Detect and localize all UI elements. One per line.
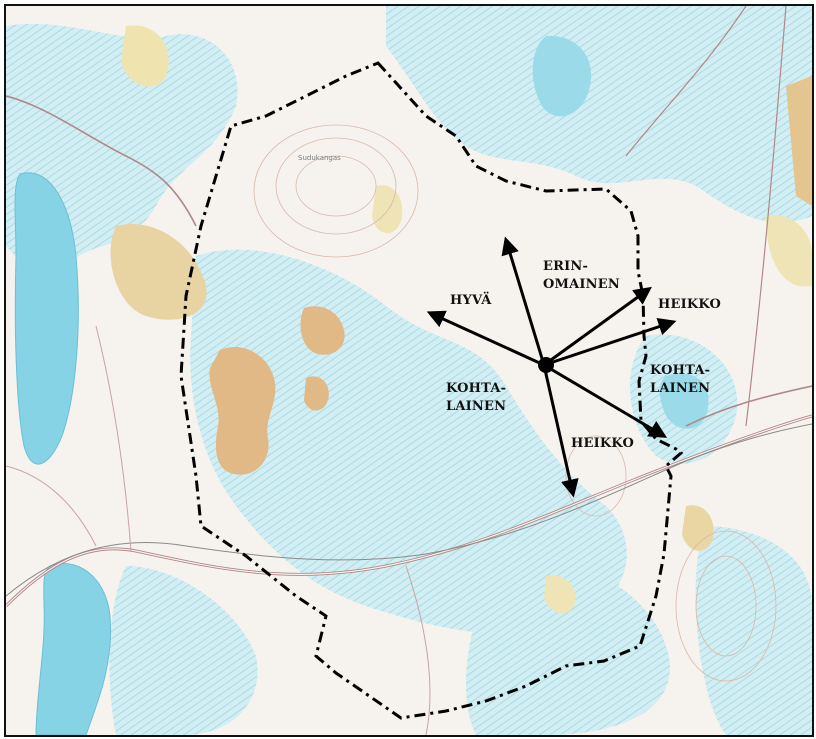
contour-lines xyxy=(253,124,777,682)
label-erinomainen-line2: OMAINEN xyxy=(543,277,620,292)
sand-pits xyxy=(209,306,345,475)
label-kohtalainen-east-line1: KOHTA- xyxy=(650,363,710,378)
label-erinomainen-line1: ERIN- xyxy=(543,259,588,274)
place-name-sudukangas: Sudukangas xyxy=(298,154,341,162)
arrow-east xyxy=(543,318,677,367)
map-frame: Sudukangas HYVÄ ERIN- OMAINEN HEIKKO KOH… xyxy=(4,4,814,737)
arrow-south xyxy=(542,364,579,498)
label-hyva: HYVÄ xyxy=(450,292,492,308)
arrow-southeast xyxy=(543,363,668,438)
label-kohtalainen-east-line2: LAINEN xyxy=(650,381,710,396)
label-kohtalainen-west-line2: LAINEN xyxy=(446,399,506,414)
lakes xyxy=(14,35,709,735)
topographic-map[interactable]: Sudukangas HYVÄ ERIN- OMAINEN HEIKKO KOH… xyxy=(6,6,812,735)
observation-point[interactable] xyxy=(538,357,554,373)
fields xyxy=(110,25,812,614)
roads xyxy=(6,6,812,735)
arrow-northeast xyxy=(543,286,652,367)
label-heikko-south: HEIKKO xyxy=(571,436,634,451)
arrow-north xyxy=(501,236,546,366)
direction-arrows xyxy=(426,236,677,498)
label-kohtalainen-west-line1: KOHTA- xyxy=(446,381,506,396)
rating-labels: HYVÄ ERIN- OMAINEN HEIKKO KOHTA- LAINEN … xyxy=(446,259,721,451)
label-heikko-northeast: HEIKKO xyxy=(658,297,721,312)
arrow-west xyxy=(426,310,545,367)
study-area-boundary[interactable] xyxy=(179,61,684,720)
